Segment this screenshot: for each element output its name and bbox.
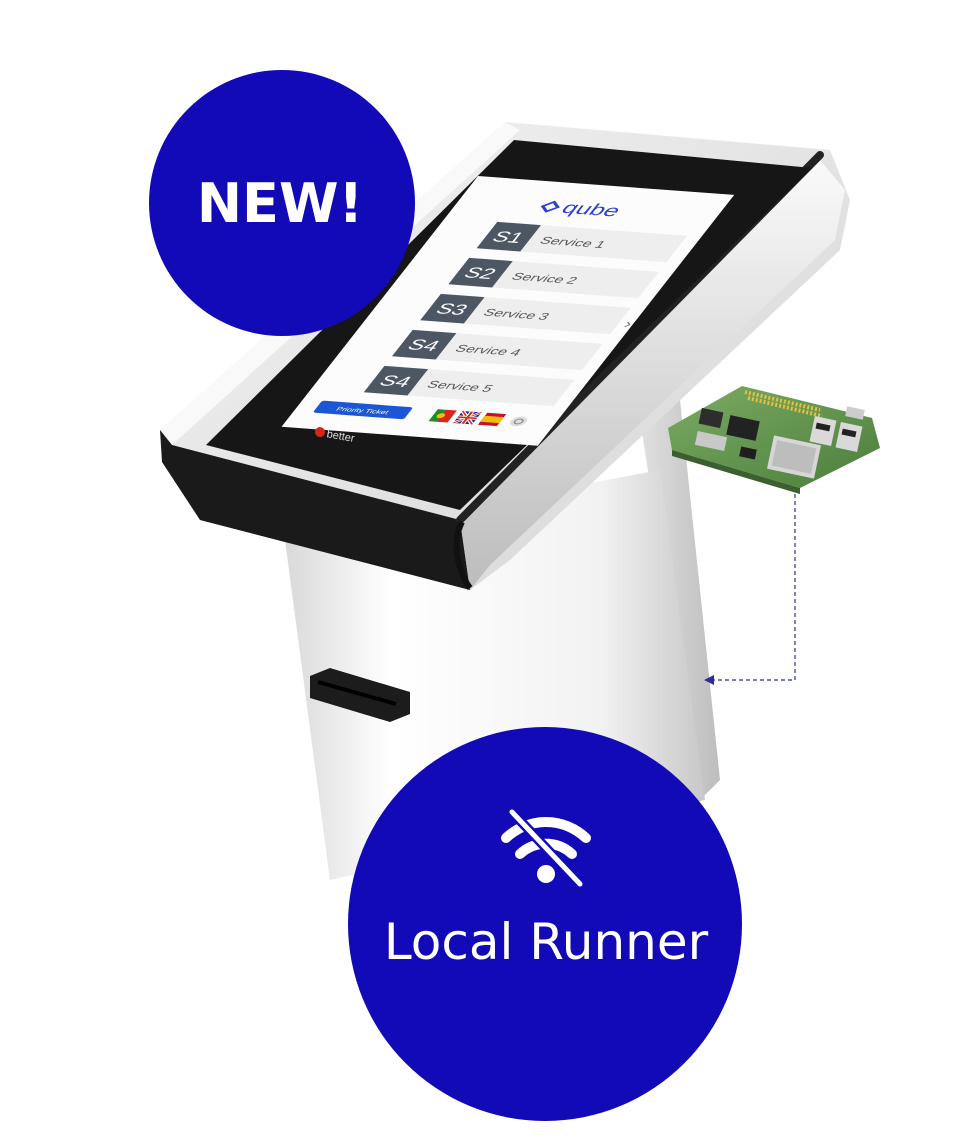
priority-button-label: Priority Ticket <box>334 406 391 416</box>
qube-logo: qube <box>540 199 626 220</box>
service-label: Service 4 <box>452 343 524 358</box>
service-label: Service 2 <box>509 271 580 286</box>
service-code-tile <box>448 257 513 288</box>
service-label: Service 1 <box>537 235 608 250</box>
local-runner-label: Local Runner <box>384 913 709 971</box>
es-flag-icon[interactable] <box>477 412 507 427</box>
service-code: S4 <box>375 373 415 391</box>
ticket-slot <box>310 668 410 722</box>
new-badge: NEW! <box>149 70 415 336</box>
service-code-tile <box>392 329 457 360</box>
kiosk-screen: qube S1 Service 1 S2 Service 2 S3 Servic… <box>281 176 735 446</box>
raspberry-pi-board <box>668 386 880 494</box>
new-badge-label: NEW! <box>197 172 363 235</box>
service-code: S1 <box>488 229 528 247</box>
logo-text: qube <box>557 199 626 220</box>
service-code: S4 <box>403 337 443 355</box>
service-code-tile <box>363 365 429 396</box>
wifi-off-icon <box>501 807 591 889</box>
service-label: Service 5 <box>424 379 496 394</box>
priority-button[interactable]: Priority Ticket <box>313 400 414 420</box>
svg-text:better: better <box>326 428 356 445</box>
service-code-tile <box>420 293 485 324</box>
service-row[interactable]: S3 Service 3 <box>420 293 631 335</box>
service-code: S3 <box>431 301 471 319</box>
service-label: Service 3 <box>481 307 553 322</box>
arrow-left-icon <box>704 675 714 685</box>
service-code: S2 <box>460 265 500 283</box>
uk-flag-icon[interactable] <box>452 410 483 426</box>
accessibility-icon[interactable] <box>507 416 530 427</box>
service-row[interactable]: S4 Service 5 <box>363 365 575 407</box>
pt-flag-icon[interactable] <box>428 409 457 423</box>
service-row[interactable]: S1 Service 1 <box>476 221 688 263</box>
brand-logo: better <box>315 427 356 445</box>
service-row[interactable]: S2 Service 2 <box>448 257 659 299</box>
connector-line <box>704 494 796 685</box>
service-row[interactable]: S4 Service 4 <box>392 329 603 371</box>
service-code-tile <box>476 221 541 252</box>
local-runner-badge: Local Runner <box>348 727 742 1121</box>
